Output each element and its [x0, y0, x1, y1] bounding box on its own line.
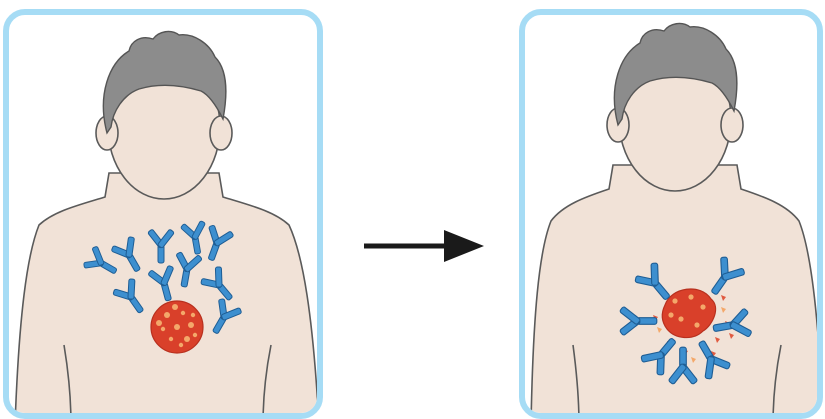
tumor-spot: [181, 311, 185, 315]
tumor-cell-intact: [151, 301, 203, 353]
arrow-right-icon: [360, 228, 488, 264]
person-after-figure: [525, 15, 823, 419]
tumor-spot: [156, 320, 162, 326]
tumor-spot: [172, 304, 178, 310]
tumor-spot: [193, 333, 197, 337]
person-before-figure: [9, 15, 323, 419]
panel-after: [519, 9, 823, 419]
tumor-spot: [164, 312, 170, 318]
tumor-spot: [179, 343, 183, 347]
tumor-spot: [700, 304, 705, 309]
tumor-spot: [174, 324, 180, 330]
tumor-spot: [694, 322, 699, 327]
tumor-spot: [688, 294, 693, 299]
tumor-spot: [161, 327, 165, 331]
tumor-spot: [188, 322, 194, 328]
tumor-spot: [668, 312, 673, 317]
tumor-spot: [184, 336, 190, 342]
panel-before: [3, 9, 323, 419]
tumor-spot: [678, 316, 683, 321]
tumor-spot: [191, 313, 195, 317]
tumor-spot: [169, 337, 173, 341]
tumor-spot: [672, 298, 677, 303]
